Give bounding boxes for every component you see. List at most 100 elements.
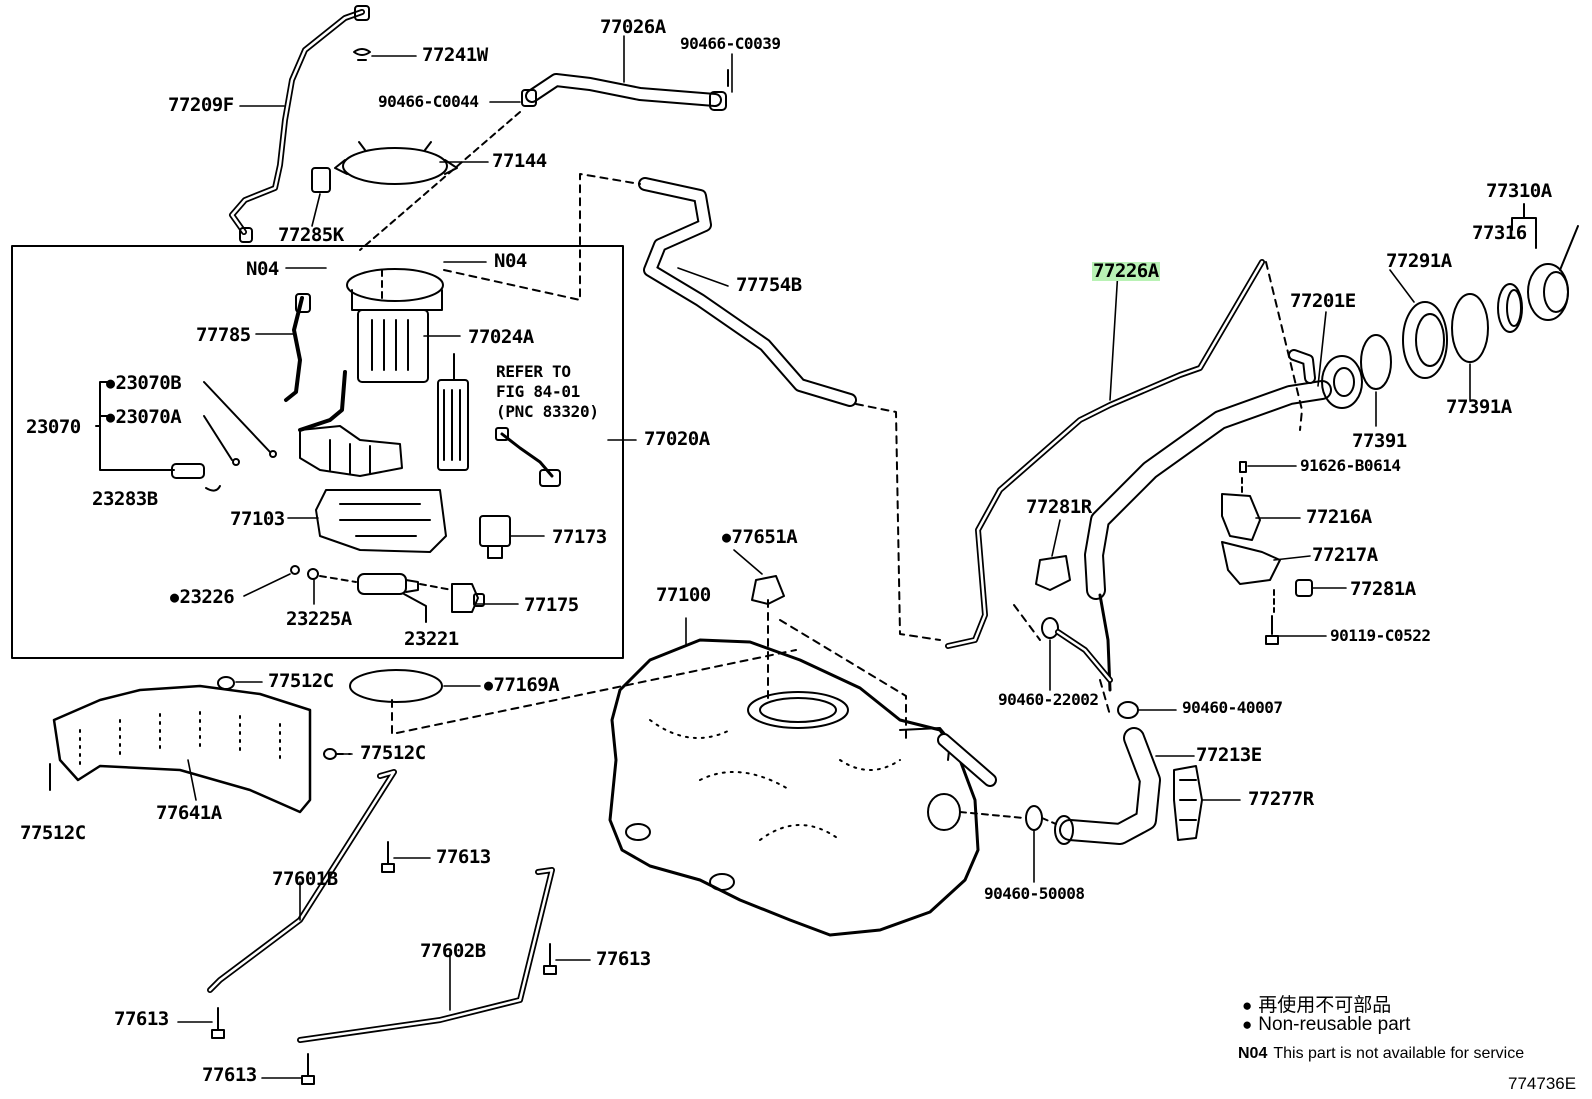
filter-23225A [307, 568, 319, 580]
sender-gauge [437, 353, 469, 471]
clip-77241W [353, 48, 371, 61]
n04-note: N04 This part is not available for servic… [1238, 1045, 1524, 1063]
harness-77785 [284, 296, 304, 402]
fuel-cap-77310A [1527, 225, 1579, 321]
label-90466C0039: 90466-C0039 [680, 34, 781, 53]
label-N04-left: N04 [246, 258, 279, 280]
label-77641A: 77641A [156, 802, 222, 824]
label-90119C0522: 90119-C0522 [1330, 626, 1431, 645]
dash-tank [767, 599, 907, 743]
n04-text: This part is not available for service [1273, 1045, 1525, 1062]
hose-77026A [521, 69, 729, 111]
ring-77316 [1497, 283, 1523, 333]
label-77277R: 77277R [1248, 788, 1314, 810]
label-77391A: 77391A [1446, 396, 1512, 418]
clip-77281R [1035, 555, 1071, 591]
legend-bullet-icon: ● [1242, 996, 1253, 1015]
bracket-77216A [1221, 493, 1261, 541]
refer-note: REFER TO FIG 84-01 (PNC 83320) [496, 362, 599, 422]
connector-77285K [311, 167, 331, 193]
label-9046022002: 90460-22002 [998, 690, 1099, 709]
clip-23283B [205, 485, 221, 492]
n04-code: N04 [1238, 1045, 1268, 1062]
label-77754B: 77754B [736, 274, 802, 296]
dash-77754B [443, 173, 941, 641]
label-77613-right: 77613 [596, 948, 651, 970]
label-77391: 77391 [1352, 430, 1407, 452]
leader-lines [177, 35, 1471, 1079]
clamp-9046022002 [1041, 617, 1059, 639]
label-77602B: 77602B [420, 940, 486, 962]
tube-77226A [945, 259, 1265, 649]
sender-tube [298, 370, 347, 432]
fuel-pump-23221 [357, 573, 419, 595]
label-77020A: 77020A [644, 428, 710, 450]
label-23226: 23226 [170, 588, 235, 607]
figure-id: 774736E [1508, 1074, 1577, 1093]
holder-77175 [451, 583, 485, 613]
bolt-77613-b [381, 841, 395, 873]
label-23070A: 23070A [106, 408, 182, 427]
label-77291A: 77291A [1386, 250, 1452, 272]
legend-english: ●Non-reusable part [1242, 1014, 1410, 1036]
label-23070B: 23070B [106, 374, 182, 393]
label-77175: 77175 [524, 594, 579, 616]
label-77281A: 77281A [1350, 578, 1416, 600]
label-77209F: 77209F [168, 94, 234, 116]
label-77213E: 77213E [1196, 744, 1262, 766]
sensor-plug [539, 469, 561, 487]
leader-23221 [403, 593, 427, 623]
label-N04-right: N04 [494, 250, 527, 272]
assembly-axis [359, 111, 521, 301]
label-9046050008: 90460-50008 [984, 884, 1085, 903]
washer-23226 [290, 565, 300, 575]
label-77173: 77173 [552, 526, 607, 548]
ring-77291A [1402, 301, 1448, 379]
label-77169A: 77169A [484, 676, 560, 695]
clamp-9046050008 [1025, 805, 1043, 831]
label-77785: 77785 [196, 324, 251, 346]
label-77613-upper: 77613 [436, 846, 491, 868]
gasket-77391A [1451, 293, 1489, 363]
refer-note-line1: REFER TO [496, 362, 571, 381]
hose-77213E [1054, 727, 1161, 845]
gasket-77391 [1360, 334, 1392, 390]
refer-note-line2: FIG 84-01 [496, 382, 580, 401]
pad-77651A [751, 575, 785, 605]
label-77216A: 77216A [1306, 506, 1372, 528]
label-77613-left: 77613 [114, 1008, 169, 1030]
leader-23070A [203, 415, 233, 461]
label-77651A: 77651A [722, 528, 798, 547]
o-ring-23070A [232, 458, 240, 466]
protector-77641A [52, 684, 312, 814]
label-91626B0614: 91626-B0614 [1300, 456, 1401, 475]
axis-23221 [319, 575, 453, 591]
bracket-77310A [1511, 203, 1537, 249]
leader-23070B [203, 381, 271, 453]
legend-bullet-icon: ● [1242, 1015, 1253, 1034]
dash-filler [1013, 261, 1303, 716]
pump-module-77024A [346, 268, 444, 383]
label-77601B: 77601B [272, 868, 338, 890]
pump-assembly-frame [11, 245, 624, 659]
sensor [495, 427, 509, 441]
dash-50008 [959, 811, 1057, 825]
fuel-tank-77100 [608, 638, 997, 937]
connector-77173 [479, 515, 511, 559]
legend-japanese: ● 再使用不可部品 [1242, 990, 1391, 1017]
label-77226A: 77226A [1092, 260, 1160, 282]
grommet-77512C-a [217, 676, 235, 690]
label-23070: 23070 [26, 416, 81, 438]
label-77241W: 77241W [422, 44, 488, 66]
bolt-77613-a [211, 1007, 225, 1039]
harness-plug [295, 293, 311, 313]
label-77613-bottom: 77613 [202, 1064, 257, 1086]
clip-77281A [1295, 579, 1313, 597]
hose-clamp-link-inner [1056, 630, 1112, 682]
label-77316: 77316 [1472, 222, 1527, 244]
refer-note-line3: (PNC 83320) [496, 402, 599, 421]
legend-jp-text: 再使用不可部品 [1258, 995, 1392, 1016]
filter-assembly [299, 425, 403, 477]
